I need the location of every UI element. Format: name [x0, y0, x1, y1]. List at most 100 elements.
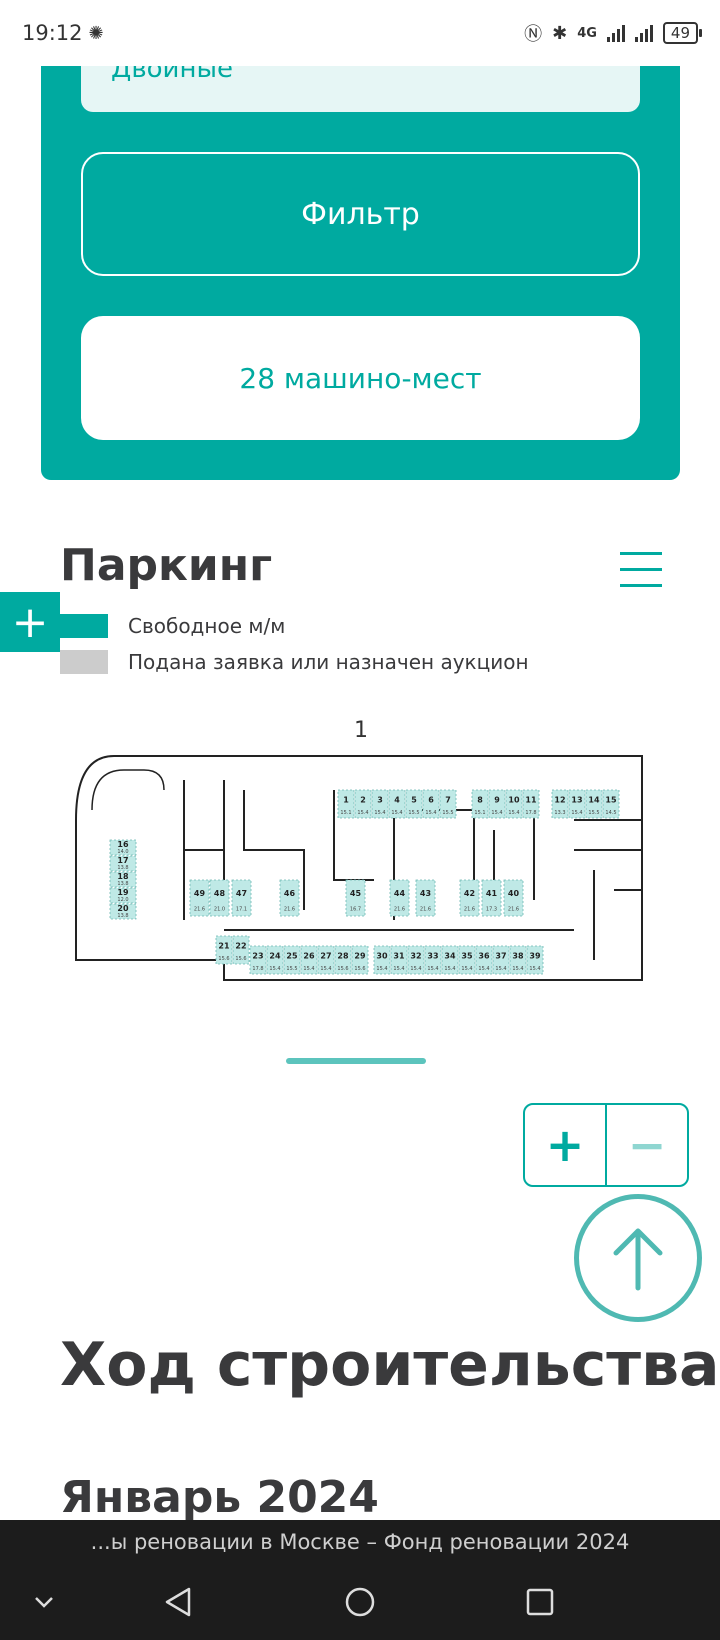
spot-shape — [351, 945, 369, 975]
spot-area: 21.0 — [214, 907, 225, 913]
spot-shape — [475, 945, 493, 975]
spot-shape — [551, 789, 569, 819]
expand-plus-tab[interactable]: + — [0, 592, 60, 652]
spot-area: 13.8 — [117, 913, 128, 919]
chevron-down-icon[interactable] — [20, 1578, 68, 1626]
zoom-in-button[interactable]: + — [525, 1105, 607, 1185]
spot-shape — [189, 879, 210, 917]
parking-spot-1[interactable]: 115.1 — [337, 789, 355, 819]
spot-area: 15.4 — [269, 966, 280, 972]
spot-number: 17 — [117, 856, 128, 865]
zoom-out-button[interactable]: − — [627, 1118, 667, 1172]
spot-number: 11 — [525, 796, 537, 805]
parking-spot-5[interactable]: 515.5 — [405, 789, 423, 819]
parking-spot-7[interactable]: 715.5 — [439, 789, 457, 819]
spot-area: 15.1 — [340, 810, 351, 816]
spot-area: 17.8 — [525, 810, 536, 816]
recents-icon[interactable] — [516, 1578, 564, 1626]
parking-spot-24[interactable]: 24 15.4 — [266, 945, 284, 975]
spot-number: 13 — [571, 796, 582, 805]
browser-page-title[interactable]: ...ы реновации в Москве – Фонд реновации… — [0, 1520, 720, 1564]
parking-spot-6[interactable]: 615.4 — [422, 789, 440, 819]
spot-number: 46 — [284, 889, 296, 898]
spot-shape — [471, 789, 489, 819]
spot-shape — [439, 789, 457, 819]
scroll-to-top-button[interactable] — [574, 1194, 702, 1322]
back-icon[interactable] — [154, 1578, 202, 1626]
parking-title: Паркинг — [60, 540, 273, 591]
parking-spot-2[interactable]: 215.4 — [354, 789, 372, 819]
parking-spot-9[interactable]: 915.4 — [488, 789, 506, 819]
menu-icon[interactable] — [620, 552, 662, 588]
spot-number: 4 — [394, 796, 400, 805]
spot-shape — [279, 879, 300, 917]
spot-number: 35 — [461, 952, 473, 961]
home-icon[interactable] — [336, 1578, 384, 1626]
bluetooth-icon: ✱ — [552, 22, 568, 44]
spot-number: 25 — [286, 952, 298, 961]
spot-shape — [441, 945, 459, 975]
spot-number: 42 — [464, 889, 475, 898]
spot-area: 15.6 — [218, 956, 229, 962]
spot-area: 13.3 — [554, 810, 565, 816]
parking-spot-4[interactable]: 415.4 — [388, 789, 406, 819]
spot-area: 15.4 — [571, 810, 582, 816]
plan-walls — [75, 755, 643, 981]
parking-spot-8[interactable]: 815.1 — [471, 789, 489, 819]
legend: Свободное м/м Подана заявка или назначен… — [60, 608, 529, 680]
double-spot-label: Двойные — [111, 66, 233, 84]
spots-count-button[interactable]: 28 машино-мест — [81, 316, 640, 440]
spot-number: 24 — [269, 952, 281, 961]
spot-number: 22 — [235, 942, 246, 951]
parking-spot-11[interactable]: 11 17.8 — [522, 789, 540, 819]
spot-shape — [481, 879, 502, 917]
plan-scroll-indicator[interactable] — [286, 1058, 426, 1064]
spot-number: 19 — [117, 888, 129, 897]
nfc-icon: Ⓝ — [524, 24, 543, 45]
double-spot-filter[interactable]: Двойные — [81, 66, 640, 112]
filter-button[interactable]: Фильтр — [81, 152, 640, 276]
zoom-control: + − — [523, 1103, 689, 1187]
parking-spot-13[interactable]: 13 15.4 — [568, 789, 586, 819]
spot-number: 28 — [337, 952, 349, 961]
parking-spot-3[interactable]: 315.4 — [371, 789, 389, 819]
parking-floor-plan[interactable]: 115.1215.4315.4415.4515.5615.4715.5815.1… — [74, 750, 644, 985]
